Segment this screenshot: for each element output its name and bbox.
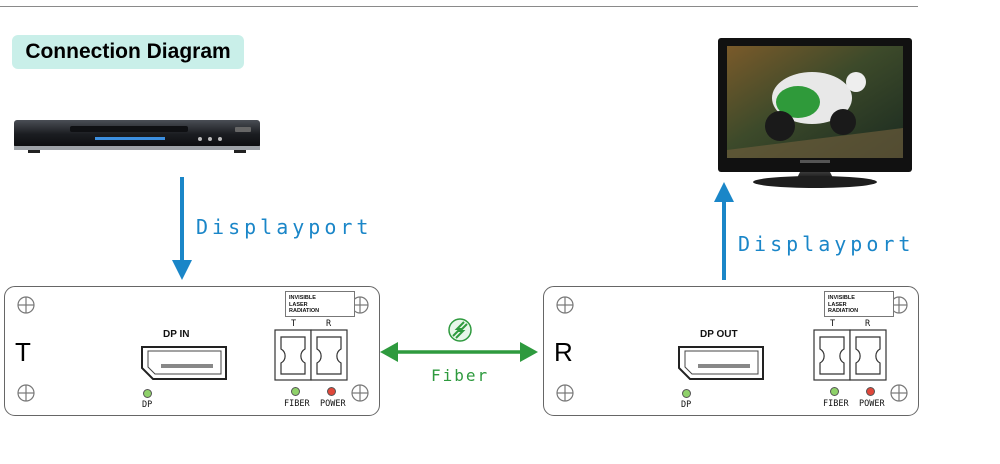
monitor-icon bbox=[718, 38, 912, 188]
fiber-led-label: FIBER bbox=[823, 399, 849, 409]
fiber-port-icon bbox=[274, 329, 348, 381]
dp-led-label: DP bbox=[142, 400, 153, 410]
receiver-panel-graphics bbox=[556, 292, 908, 402]
fiber-t-label: T bbox=[291, 319, 297, 329]
port-label: DP OUT bbox=[700, 329, 738, 340]
dp-led-label: DP bbox=[681, 400, 692, 410]
display-cable-label: Displayport bbox=[738, 232, 915, 256]
warning-line: RADIATION bbox=[828, 308, 859, 314]
screw-icon bbox=[556, 296, 908, 402]
laser-warning-label: INVISIBLE LASER RADIATION bbox=[824, 291, 894, 317]
displayport-arrow-down bbox=[172, 177, 192, 280]
warning-line: RADIATION bbox=[289, 308, 320, 314]
fiber-arrow bbox=[380, 342, 538, 362]
side-label: R bbox=[554, 337, 573, 367]
fiber-port-icon bbox=[813, 329, 887, 381]
transmitter-unit: T DP IN INVISIBLE LASER RADIATION T R DP… bbox=[4, 286, 380, 416]
fiber-link-icon bbox=[448, 318, 472, 342]
top-divider bbox=[0, 6, 918, 7]
transmitter-panel-graphics bbox=[17, 292, 369, 402]
displayport-arrow-up bbox=[714, 182, 734, 280]
warning-line: INVISIBLE bbox=[828, 295, 855, 301]
fiber-t-label: T bbox=[830, 319, 836, 329]
warning-line: LASER bbox=[289, 301, 308, 308]
receiver-unit: R DP OUT INVISIBLE LASER RADIATION T R D… bbox=[543, 286, 919, 416]
fiber-led-label: FIBER bbox=[284, 399, 310, 409]
dp-port-icon bbox=[141, 346, 227, 380]
side-label: T bbox=[15, 337, 31, 367]
dp-port-icon bbox=[678, 346, 764, 380]
power-led-label: POWER bbox=[859, 399, 885, 409]
fiber-r-label: R bbox=[865, 319, 871, 329]
power-led bbox=[327, 387, 336, 396]
fiber-cable-label: Fiber bbox=[431, 366, 490, 385]
fiber-led bbox=[830, 387, 839, 396]
diagram-title: Connection Diagram bbox=[12, 35, 244, 69]
laser-warning-label: INVISIBLE LASER RADIATION bbox=[285, 291, 355, 317]
dp-led bbox=[143, 389, 152, 398]
dp-led bbox=[682, 389, 691, 398]
source-cable-label: Displayport bbox=[196, 215, 373, 239]
fiber-led bbox=[291, 387, 300, 396]
warning-line: INVISIBLE bbox=[289, 295, 316, 301]
port-label: DP IN bbox=[163, 329, 190, 340]
power-led bbox=[866, 387, 875, 396]
dvd-player-icon bbox=[14, 120, 260, 153]
screw-icon bbox=[17, 296, 369, 402]
power-led-label: POWER bbox=[320, 399, 346, 409]
fiber-r-label: R bbox=[326, 319, 332, 329]
warning-line: LASER bbox=[828, 301, 847, 308]
